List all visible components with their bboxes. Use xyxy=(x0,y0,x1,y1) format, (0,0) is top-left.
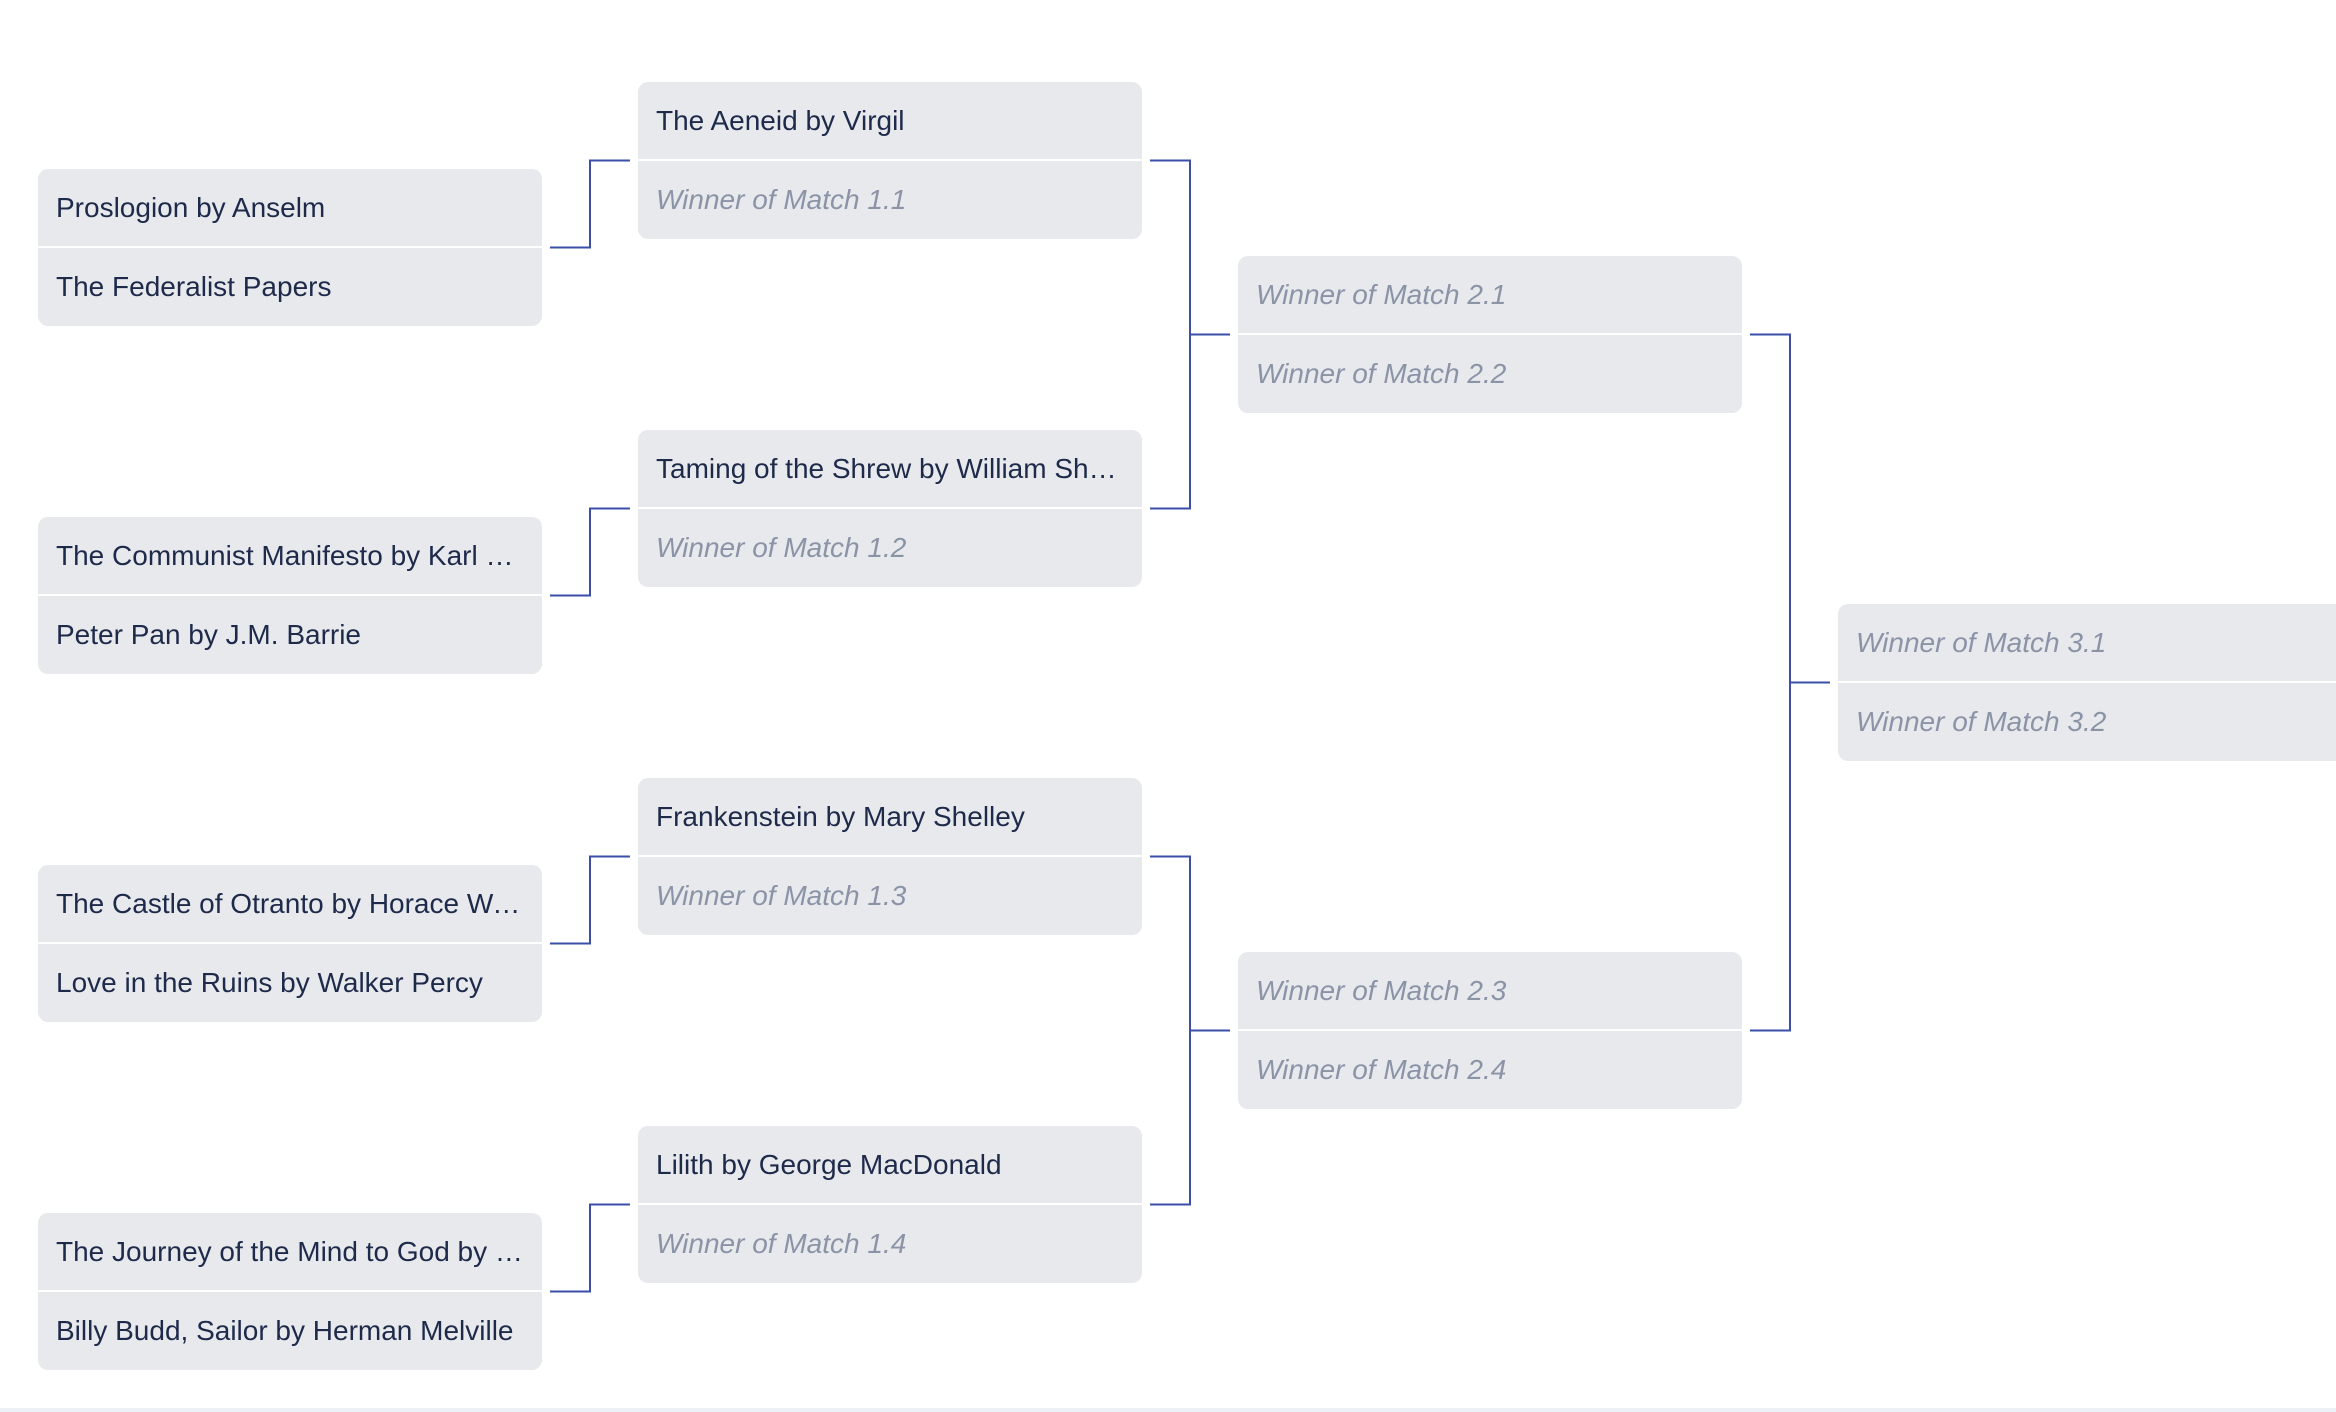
match-slot-top[interactable]: The Journey of the Mind to God by Bonave… xyxy=(38,1213,542,1291)
slot-divider xyxy=(1838,681,2336,683)
match-slot-top[interactable]: Lilith by George MacDonald xyxy=(638,1126,1142,1204)
match-slot-top[interactable]: Winner of Match 2.1 xyxy=(1238,256,1742,334)
slot-divider xyxy=(1238,1029,1742,1031)
slot-divider xyxy=(638,159,1142,161)
match-slot-bottom[interactable]: Peter Pan by J.M. Barrie xyxy=(38,596,542,674)
slot-divider xyxy=(638,855,1142,857)
participant-label: Taming of the Shrew by William Shakespea… xyxy=(656,453,1124,484)
participant-label: Winner of Match 2.1 xyxy=(1256,279,1507,310)
participant-label: Winner of Match 1.4 xyxy=(656,1228,907,1259)
match-card-2-2: Taming of the Shrew by William Shakespea… xyxy=(638,430,1142,587)
participant-label: Billy Budd, Sailor by Herman Melville xyxy=(56,1315,514,1346)
participant-label: The Federalist Papers xyxy=(56,271,332,302)
match-card-1-4: The Journey of the Mind to God by Bonave… xyxy=(38,1213,542,1370)
participant-label: The Journey of the Mind to God by Bonave… xyxy=(56,1236,524,1267)
participant-label: The Castle of Otranto by Horace Walpole xyxy=(56,888,524,919)
participant-label: Winner of Match 1.3 xyxy=(656,880,907,911)
participant-label: Frankenstein by Mary Shelley xyxy=(656,801,1025,832)
slot-divider xyxy=(1238,333,1742,335)
match-slot-bottom[interactable]: Winner of Match 1.2 xyxy=(638,509,1142,587)
participant-label: Love in the Ruins by Walker Percy xyxy=(56,967,483,998)
participant-label: Winner of Match 1.2 xyxy=(656,532,907,563)
participant-label: The Aeneid by Virgil xyxy=(656,105,905,136)
match-slot-top[interactable]: The Castle of Otranto by Horace Walpole xyxy=(38,865,542,943)
participant-label: Winner of Match 3.1 xyxy=(1856,627,2107,658)
participant-label: The Communist Manifesto by Karl Marx xyxy=(56,540,524,571)
match-slot-top[interactable]: Frankenstein by Mary Shelley xyxy=(638,778,1142,856)
slot-divider xyxy=(38,1290,542,1292)
match-slot-bottom[interactable]: Winner of Match 2.2 xyxy=(1238,335,1742,413)
participant-label: Lilith by George MacDonald xyxy=(656,1149,1002,1180)
participant-label: Winner of Match 3.2 xyxy=(1856,706,2107,737)
match-slot-top[interactable]: The Aeneid by Virgil xyxy=(638,82,1142,160)
match-slot-bottom[interactable]: Winner of Match 1.4 xyxy=(638,1205,1142,1283)
match-slot-bottom[interactable]: Winner of Match 2.4 xyxy=(1238,1031,1742,1109)
participant-label: Winner of Match 1.1 xyxy=(656,184,907,215)
participant-label: Proslogion by Anselm xyxy=(56,192,326,223)
participant-label: Winner of Match 2.3 xyxy=(1256,975,1507,1006)
participant-label: Winner of Match 2.4 xyxy=(1256,1054,1507,1085)
slot-divider xyxy=(638,507,1142,509)
participant-label: Peter Pan by J.M. Barrie xyxy=(56,619,362,650)
slot-divider xyxy=(38,942,542,944)
match-slot-bottom[interactable]: Love in the Ruins by Walker Percy xyxy=(38,944,542,1022)
slot-divider xyxy=(38,594,542,596)
match-slot-top[interactable]: The Communist Manifesto by Karl Marx xyxy=(38,517,542,595)
match-slot-bottom[interactable]: Winner of Match 3.2 xyxy=(1838,683,2336,761)
match-slot-top[interactable]: Winner of Match 2.3 xyxy=(1238,952,1742,1030)
slot-divider xyxy=(638,1203,1142,1205)
match-slot-bottom[interactable]: The Federalist Papers xyxy=(38,248,542,326)
page-bottom-border xyxy=(0,1408,2336,1412)
slot-divider xyxy=(38,246,542,248)
participant-label: Winner of Match 2.2 xyxy=(1256,358,1507,389)
match-slot-bottom[interactable]: Billy Budd, Sailor by Herman Melville xyxy=(38,1292,542,1370)
match-slot-bottom[interactable]: Winner of Match 1.1 xyxy=(638,161,1142,239)
match-slot-top[interactable]: Proslogion by Anselm xyxy=(38,169,542,247)
match-slot-top[interactable]: Taming of the Shrew by William Shakespea… xyxy=(638,430,1142,508)
match-slot-top[interactable]: Winner of Match 3.1 xyxy=(1838,604,2336,682)
match-slot-bottom[interactable]: Winner of Match 1.3 xyxy=(638,857,1142,935)
